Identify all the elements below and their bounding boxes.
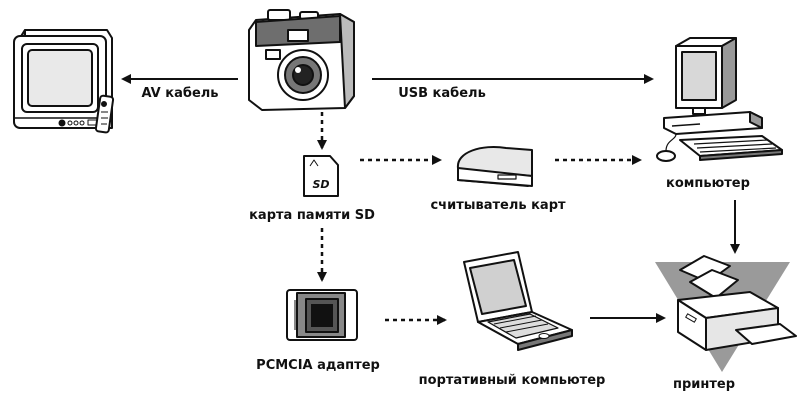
connectors bbox=[121, 74, 740, 325]
card-reader-label: считыватель карт bbox=[430, 198, 566, 213]
printer-icon bbox=[655, 255, 797, 372]
television-icon bbox=[13, 29, 115, 134]
av-cable-label: AV кабель bbox=[142, 86, 219, 101]
pcmcia-adapter-icon bbox=[286, 289, 358, 341]
digital-camera-icon bbox=[248, 9, 355, 111]
labels: AV кабель USB кабель карта памяти SD счи… bbox=[142, 86, 750, 392]
laptop-icon bbox=[463, 251, 573, 351]
usb-cable-label: USB кабель bbox=[398, 86, 486, 101]
sd-card-label: карта памяти SD bbox=[249, 208, 375, 223]
pcmcia-adapter-label: PCMCIA адаптер bbox=[256, 358, 380, 373]
laptop-label: портативный компьютер bbox=[419, 373, 606, 388]
sd-card-icon: SD bbox=[303, 155, 339, 197]
svg-text:SD: SD bbox=[312, 178, 329, 191]
computer-label: компьютер bbox=[666, 176, 750, 191]
printer-label: принтер bbox=[673, 377, 735, 392]
card-reader-icon bbox=[456, 146, 533, 187]
desktop-computer-icon bbox=[656, 37, 783, 162]
